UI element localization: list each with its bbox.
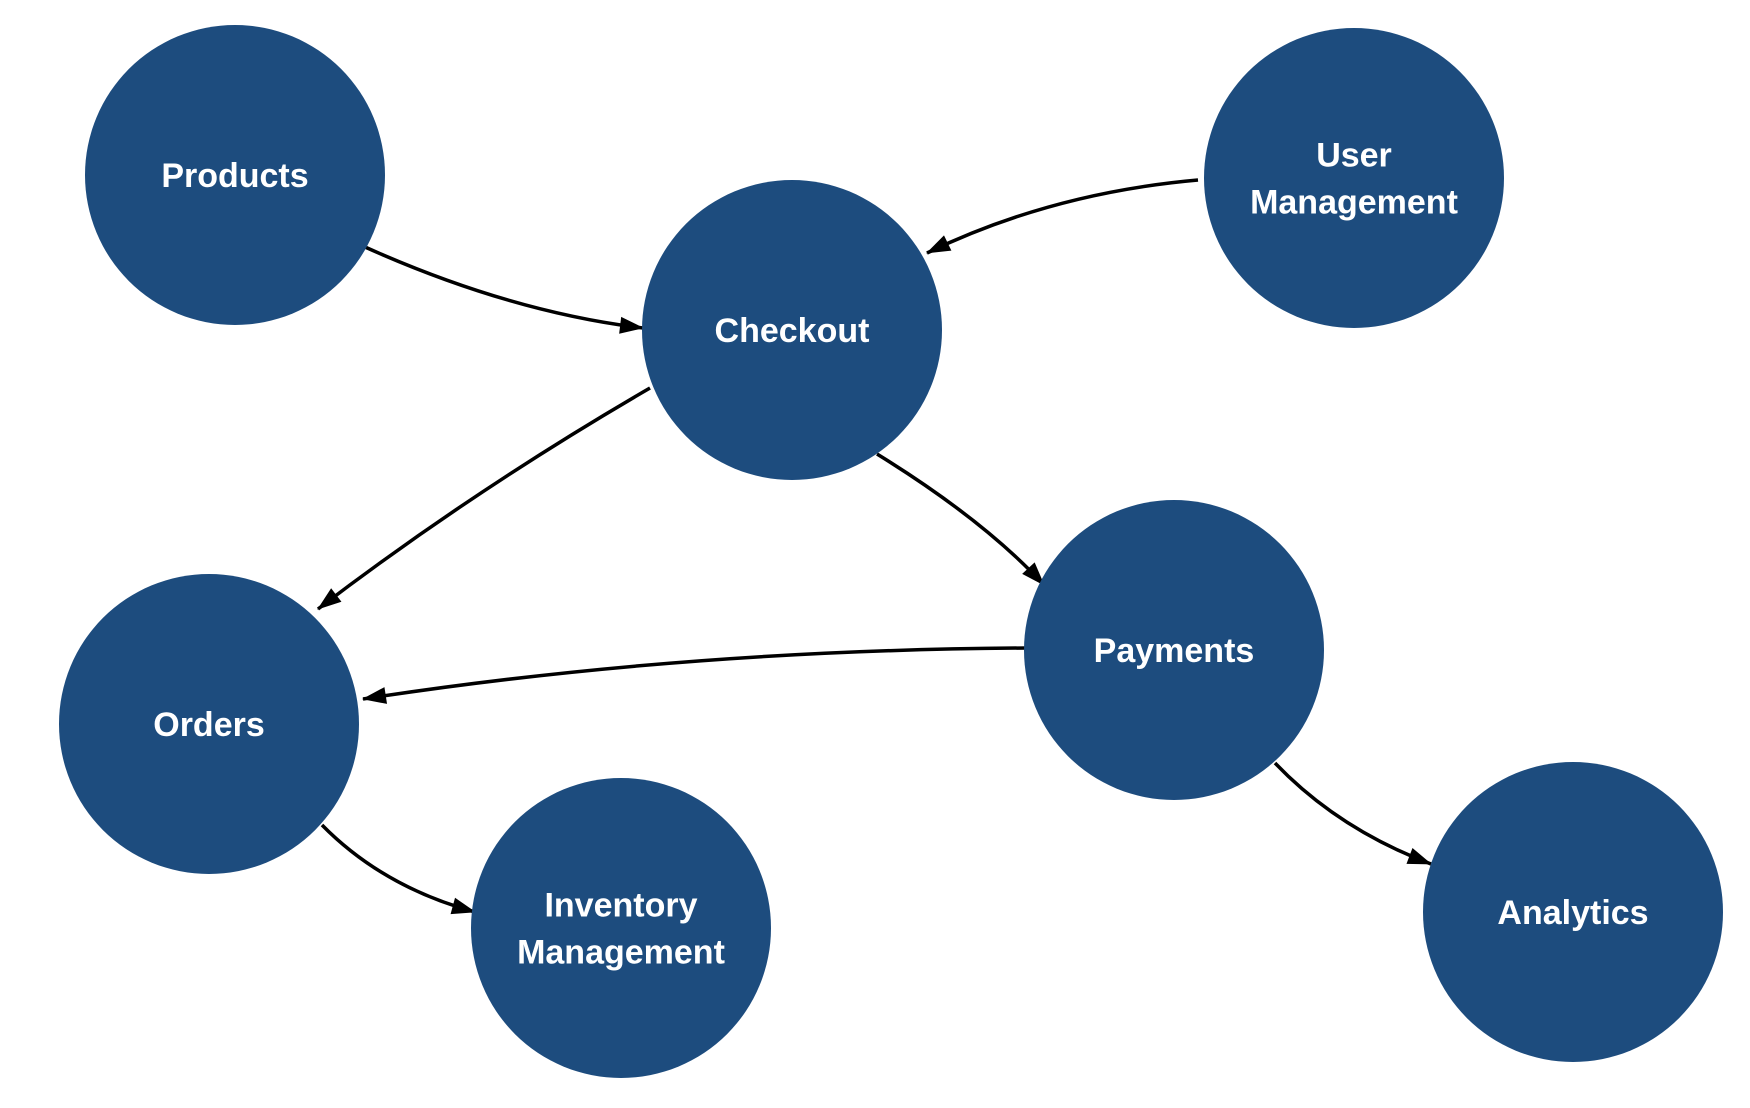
node-circle-payments[interactable] (1024, 500, 1324, 800)
node-label-line: Payments (1094, 632, 1255, 670)
node-label-analytics: Analytics (1497, 894, 1648, 932)
node-orders[interactable]: Orders (59, 574, 359, 874)
edge-orders-to-inventory-management (320, 823, 476, 915)
node-circle-user-management[interactable] (1204, 28, 1504, 328)
node-products[interactable]: Products (85, 25, 385, 325)
edge-user-management-to-checkout (926, 178, 1199, 255)
node-label-line: Orders (153, 706, 265, 744)
node-label-line: User (1316, 137, 1392, 175)
node-label-orders: Orders (153, 706, 265, 744)
edge-payments-to-analytics (1273, 761, 1432, 866)
node-label-line: Management (1250, 184, 1458, 222)
edge-checkout-to-orders (316, 386, 651, 611)
node-checkout[interactable]: Checkout (642, 180, 942, 480)
edge-products-to-checkout (364, 245, 644, 334)
node-label-line: Management (517, 934, 725, 972)
node-label-line: Products (161, 157, 308, 195)
node-circle-orders[interactable] (59, 574, 359, 874)
node-label-products: Products (161, 157, 308, 195)
node-label-line: Checkout (715, 312, 870, 350)
node-label-payments: Payments (1094, 632, 1255, 670)
node-analytics[interactable]: Analytics (1423, 762, 1723, 1062)
node-circle-inventory-management[interactable] (471, 778, 771, 1078)
edge-payments-to-orders (362, 646, 1027, 704)
node-label-line: Analytics (1497, 894, 1648, 932)
node-payments[interactable]: Payments (1024, 500, 1324, 800)
edge-checkout-to-payments (876, 452, 1046, 587)
node-label-checkout: Checkout (715, 312, 870, 350)
node-circle-checkout[interactable] (642, 180, 942, 480)
node-circle-products[interactable] (85, 25, 385, 325)
node-circle-analytics[interactable] (1423, 762, 1723, 1062)
node-label-line: Inventory (544, 887, 697, 925)
